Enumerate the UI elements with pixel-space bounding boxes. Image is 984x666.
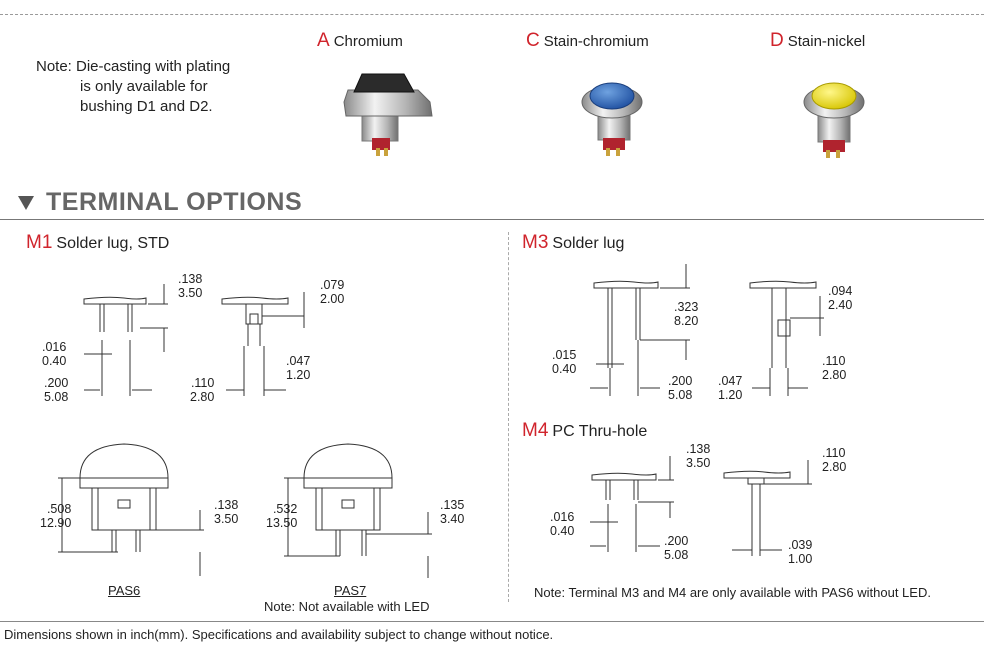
finish-label: Chromium: [333, 33, 403, 50]
note-line: Note: Die-casting with plating: [36, 58, 231, 75]
note-line: bushing D1 and D2.: [80, 98, 213, 115]
terminal-label: Solder lug: [552, 235, 625, 252]
terminal-label: Solder lug, STD: [56, 235, 170, 252]
terminal-label: PC Thru-hole: [552, 423, 648, 440]
finish-code: D: [770, 30, 784, 51]
m1-front-drawing: [83, 284, 168, 396]
finish-code: A: [317, 30, 330, 51]
finish-label: Stain-nickel: [787, 33, 866, 50]
led-note: Note: Not available with LED: [264, 599, 430, 614]
pas7-drawing: [284, 443, 432, 578]
terminal-code: M4: [522, 420, 549, 441]
terminal-code: M1: [26, 232, 53, 253]
m3-m4-note: Note: Terminal M3 and M4 are only availa…: [534, 585, 931, 600]
m4-side-drawing: [723, 460, 812, 556]
product-chromium-image: [343, 73, 433, 156]
footer-disclaimer: Dimensions shown in inch(mm). Specificat…: [4, 627, 554, 642]
m4-front-drawing: [590, 456, 674, 552]
m3-front-drawing: [590, 264, 690, 396]
column-divider: [508, 232, 509, 602]
top-divider: [0, 14, 984, 15]
note-line: is only available for: [80, 78, 208, 95]
pas7-caption: PAS7: [334, 583, 367, 598]
finish-code: C: [526, 30, 540, 51]
m1-side-drawing: [221, 292, 305, 396]
pas6-drawing: [58, 443, 204, 576]
die-casting-note: Note: Die-casting with plating is only a…: [36, 57, 230, 117]
footer-rule: [0, 621, 984, 622]
section-rule: [0, 219, 984, 220]
pas6-caption: PAS6: [108, 583, 141, 598]
terminal-code: M3: [522, 232, 549, 253]
collapse-triangle-icon: [18, 196, 34, 210]
product-stain-chromium-image: [581, 82, 643, 156]
product-stain-nickel-image: [803, 82, 865, 158]
m3-side-drawing: [749, 280, 824, 396]
finish-label: Stain-chromium: [543, 33, 649, 50]
section-title: TERMINAL OPTIONS: [46, 188, 303, 216]
